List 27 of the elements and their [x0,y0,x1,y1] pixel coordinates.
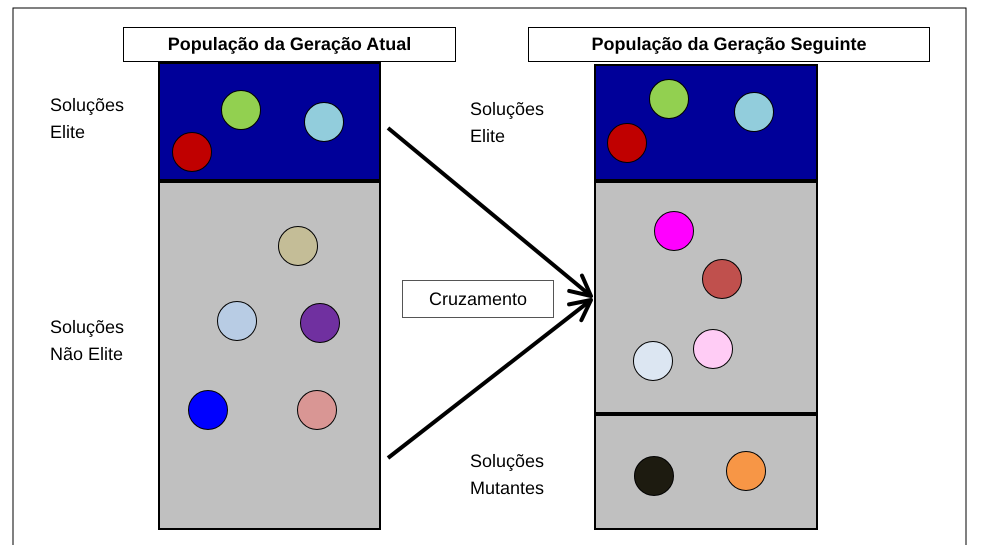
solution-circle [734,92,774,132]
band-label: Soluções Não Elite [50,316,126,366]
band-label: Soluções Mutantes [470,450,546,500]
solution-circle [297,390,337,430]
solution-circle [726,451,766,491]
solution-circle [300,303,340,343]
solution-circle [633,341,673,381]
label-box: Cruzamento [402,280,554,318]
band-label: Soluções Elite [50,94,126,144]
heading-box: População da Geração Atual [123,27,456,62]
solution-circle [221,90,261,130]
heading-box: População da Geração Seguinte [528,27,930,62]
population-band [594,181,818,414]
arrow [386,126,593,298]
solution-circle [304,102,344,142]
band-label: Soluções Elite [470,98,546,148]
solution-circle [702,259,742,299]
solution-circle [278,226,318,266]
solution-circle [649,79,689,119]
arrow [386,298,593,460]
solution-circle [693,329,733,369]
solution-circle [634,456,674,496]
solution-circle [607,123,647,163]
solution-circle [217,301,257,341]
solution-circle [188,390,228,430]
solution-circle [172,132,212,172]
solution-circle [654,211,694,251]
